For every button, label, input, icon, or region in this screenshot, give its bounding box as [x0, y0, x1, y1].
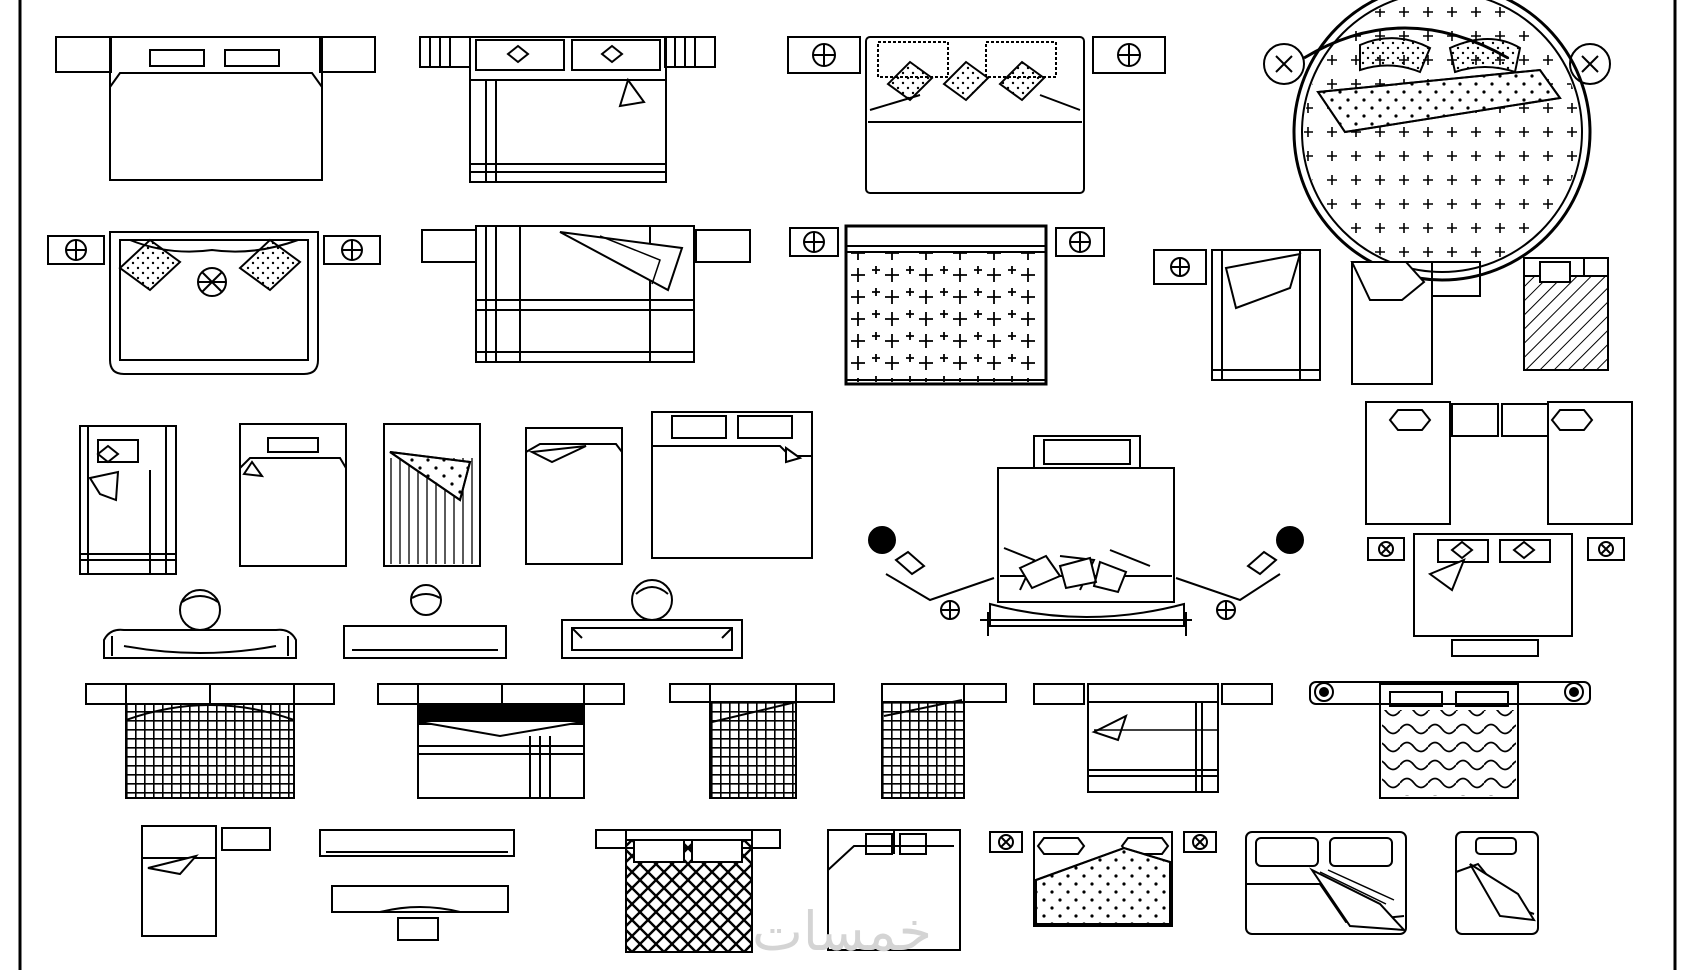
- single-bed-striped: [383, 423, 481, 567]
- single-bed-2: [79, 425, 177, 575]
- double-bed-turned-sheet: [1245, 831, 1407, 935]
- single-bed-with-nightstand-1: [1153, 249, 1321, 381]
- bedhead-plain: [343, 584, 507, 659]
- double-bed-ornate: [47, 231, 381, 375]
- twin-beds-set: [1365, 401, 1633, 525]
- watermark-text: خمسات: [752, 900, 933, 963]
- double-bed-with-nightstands-2: [1033, 683, 1273, 793]
- double-bed-diamond-pattern: [595, 829, 781, 953]
- single-bed-gridded-1: [669, 683, 835, 799]
- double-bed-wave-pattern: [1309, 681, 1591, 799]
- double-bed-plaid-1: [419, 36, 716, 183]
- single-bed-4: [525, 427, 623, 565]
- bedhead-ornate: [103, 589, 297, 659]
- double-bed-simple: [651, 411, 813, 559]
- single-bed-1: [1350, 261, 1481, 385]
- double-bed-with-nightstands-3: [989, 831, 1217, 927]
- single-bed-hatched: [1523, 257, 1609, 371]
- bench-and-stool-set: [319, 829, 515, 941]
- bed-with-lounge-chairs: [868, 435, 1304, 636]
- double-bed-quilted-1: [787, 36, 1166, 194]
- round-bed: [1263, 0, 1611, 282]
- double-bed-gridded-1: [85, 683, 335, 799]
- double-bed-with-nightstands-1: [55, 36, 376, 181]
- single-bed-3: [239, 423, 347, 567]
- double-bed-plaid-3: [377, 683, 625, 799]
- single-bed-gridded-2: [881, 683, 1007, 799]
- bedhead-framed: [561, 579, 743, 659]
- double-bed-corner-sheet: [827, 829, 961, 951]
- single-bed-turned-sheet: [1455, 831, 1539, 935]
- double-bed-with-bench: [1367, 533, 1625, 657]
- single-bed-with-nightstand-2: [141, 825, 271, 937]
- double-bed-cross-pattern: [789, 224, 1105, 386]
- double-bed-plaid-2: [421, 225, 751, 363]
